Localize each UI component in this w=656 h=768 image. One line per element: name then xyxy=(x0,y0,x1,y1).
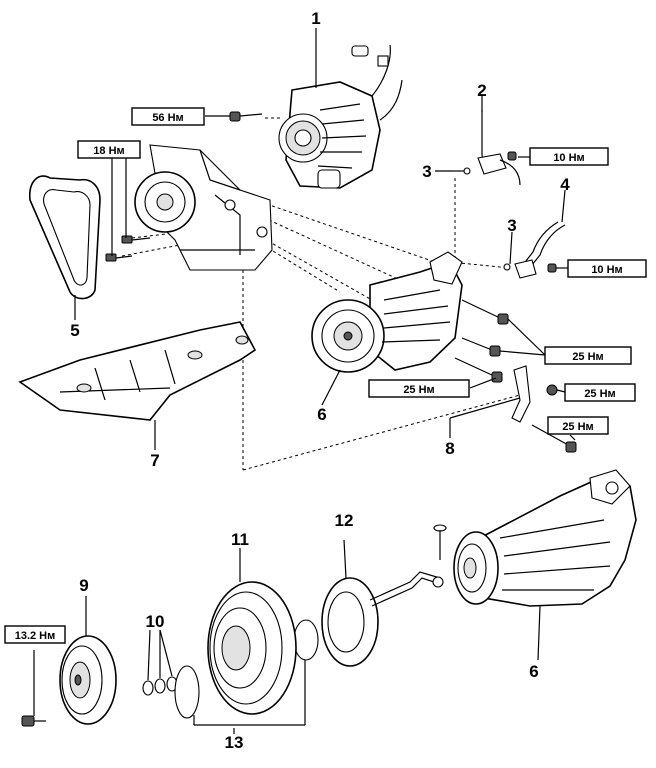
bracket-bolts xyxy=(105,111,263,262)
top-leader-lines xyxy=(74,28,576,450)
callout-4: 4 xyxy=(560,175,570,194)
callout-2: 2 xyxy=(477,81,486,100)
dashed-guide-lines xyxy=(121,117,521,471)
drive-belt xyxy=(29,175,101,300)
engine-under-cover xyxy=(18,321,257,421)
torque-label-13-2: 13.2 Нм xyxy=(4,625,66,644)
callout-6-lower: 6 xyxy=(529,662,538,681)
callout-9: 9 xyxy=(79,576,88,595)
compressor-bolts xyxy=(454,299,577,453)
stator-coil xyxy=(321,539,444,667)
refrigerant-hose-4 xyxy=(503,221,566,279)
svg-text:25 Нм: 25 Нм xyxy=(403,384,434,396)
callout-12: 12 xyxy=(335,511,354,530)
torque-label-10-upper: 10 Нм xyxy=(529,147,609,166)
callout-7: 7 xyxy=(150,451,159,470)
svg-text:25 Нм: 25 Нм xyxy=(572,351,603,363)
crank-pulley xyxy=(134,171,196,233)
torque-label-10-lower: 10 Нм xyxy=(567,259,647,278)
svg-text:25 Нм: 25 Нм xyxy=(584,388,615,400)
torque-label-56: 56 Нм xyxy=(131,107,205,126)
svg-text:13.2 Нм: 13.2 Нм xyxy=(15,630,56,642)
ac-compressor xyxy=(453,469,637,661)
snap-rings xyxy=(174,619,319,726)
shims xyxy=(142,629,178,696)
callout-11: 11 xyxy=(231,530,249,549)
torque-label-25-brace: 25 Нм xyxy=(547,416,609,435)
callout-1: 1 xyxy=(311,9,320,28)
torque-label-25-right: 25 Нм xyxy=(544,346,632,365)
svg-text:18 Нм: 18 Нм xyxy=(93,145,124,157)
alternator xyxy=(278,44,403,189)
callout-3-lower: 3 xyxy=(507,216,516,235)
ac-compressor-installed xyxy=(311,251,463,373)
callout-10: 10 xyxy=(146,612,165,631)
torque-label-25-left: 25 Нм xyxy=(368,379,470,398)
refrigerant-hose-2 xyxy=(453,110,521,186)
torque-label-18: 18 Нм xyxy=(77,140,141,159)
pressure-plate xyxy=(59,635,117,725)
clutch-pulley xyxy=(207,548,297,715)
ground-screw xyxy=(433,524,447,560)
callout-6-upper: 6 xyxy=(317,405,326,424)
torque-label-25-nut: 25 Нм xyxy=(564,383,636,402)
svg-text:10 Нм: 10 Нм xyxy=(591,264,622,276)
hub-bolt xyxy=(21,650,46,727)
svg-text:25 Нм: 25 Нм xyxy=(562,421,593,433)
callout-13: 13 xyxy=(225,733,244,752)
svg-text:10 Нм: 10 Нм xyxy=(553,152,584,164)
compressor-brace xyxy=(511,365,531,423)
callout-8: 8 xyxy=(445,439,454,458)
svg-text:56 Нм: 56 Нм xyxy=(152,112,183,124)
callout-3-upper: 3 xyxy=(422,162,431,181)
callout-5: 5 xyxy=(70,321,79,340)
